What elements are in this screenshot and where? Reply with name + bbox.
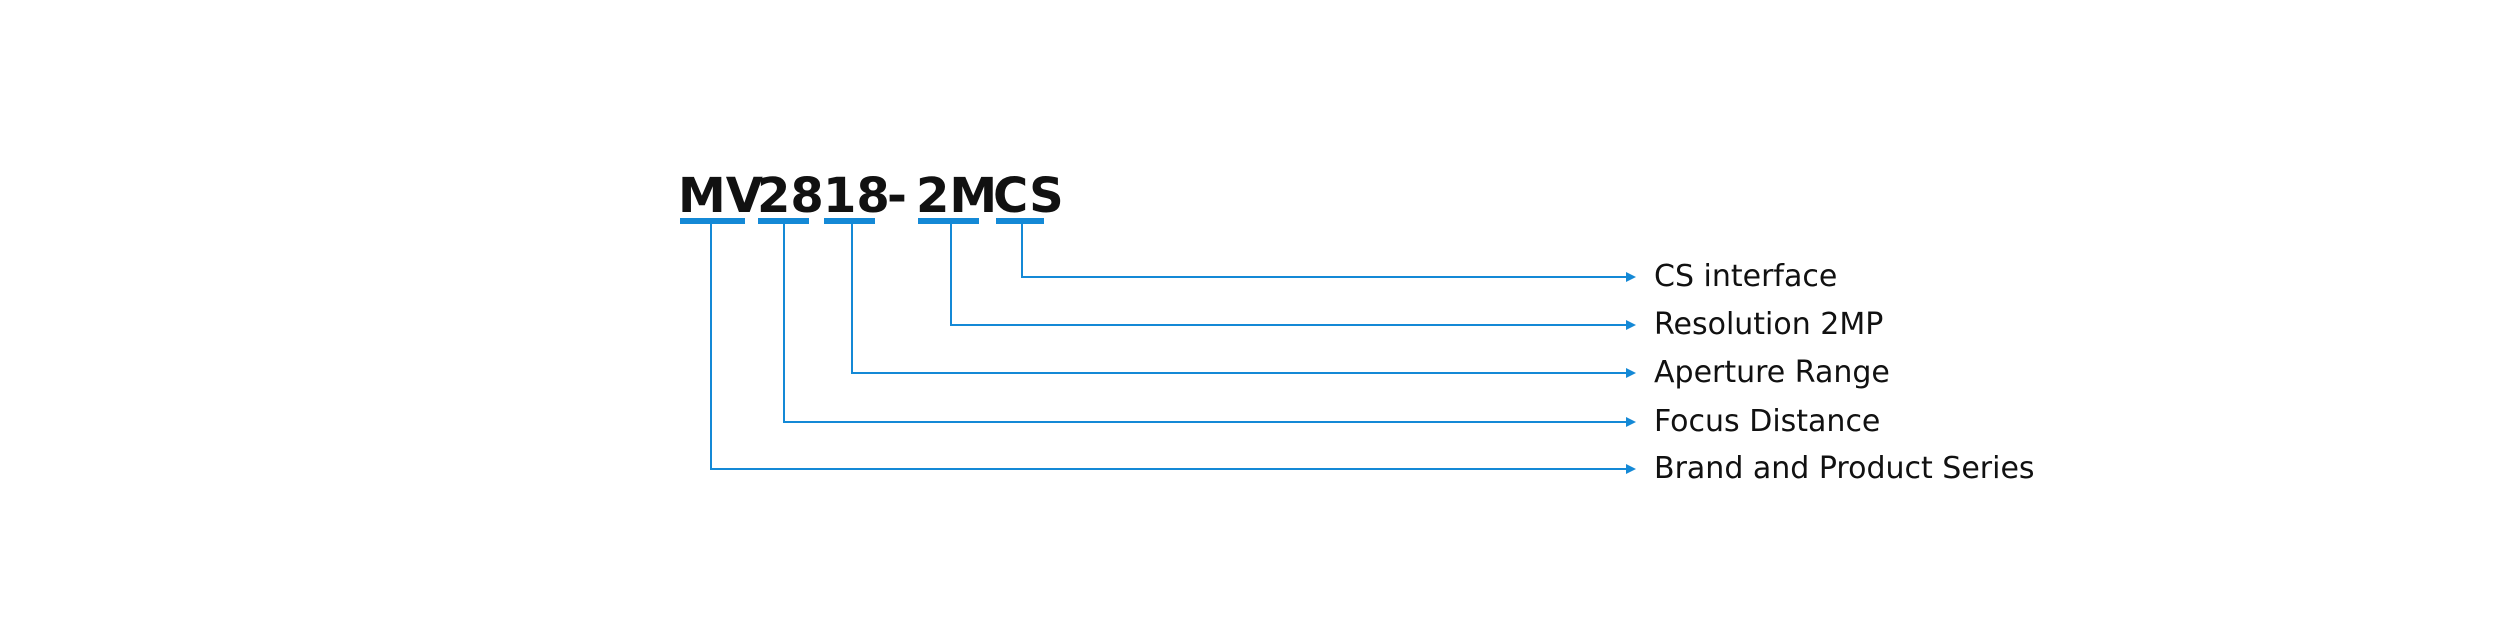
segment-labels: CS interface Resolution 2MP Aperture Ran… bbox=[1654, 259, 2035, 486]
arrow-icon-mv bbox=[1626, 464, 1636, 474]
leader-line-18 bbox=[851, 224, 1628, 374]
arrow-icon-2m bbox=[1626, 320, 1636, 330]
leader-line-mv bbox=[710, 224, 1628, 470]
label-aperture-range: Aperture Range bbox=[1654, 355, 1890, 390]
code-segment-18: 18 bbox=[823, 168, 890, 224]
code-segment-mv: MV bbox=[678, 168, 763, 224]
label-cs-interface: CS interface bbox=[1654, 259, 1837, 294]
code-segment-dash: - bbox=[887, 168, 907, 224]
leader-line-cs bbox=[1021, 224, 1628, 278]
label-brand-series: Brand and Product Series bbox=[1654, 451, 2035, 486]
code-segment-2m: 2M bbox=[916, 168, 997, 224]
leader-line-2m bbox=[950, 224, 1628, 326]
arrow-icon-28 bbox=[1626, 417, 1636, 427]
code-segments: MV 28 18 - 2M CS bbox=[678, 168, 1064, 224]
code-segment-28: 28 bbox=[757, 168, 824, 224]
code-segment-cs: CS bbox=[993, 168, 1064, 224]
label-resolution: Resolution 2MP bbox=[1654, 307, 1883, 342]
arrow-icon-18 bbox=[1626, 368, 1636, 378]
label-focus-distance: Focus Distance bbox=[1654, 404, 1880, 439]
leader-lines bbox=[710, 224, 1636, 474]
leader-line-28 bbox=[783, 224, 1628, 423]
arrow-icon-cs bbox=[1626, 272, 1636, 282]
